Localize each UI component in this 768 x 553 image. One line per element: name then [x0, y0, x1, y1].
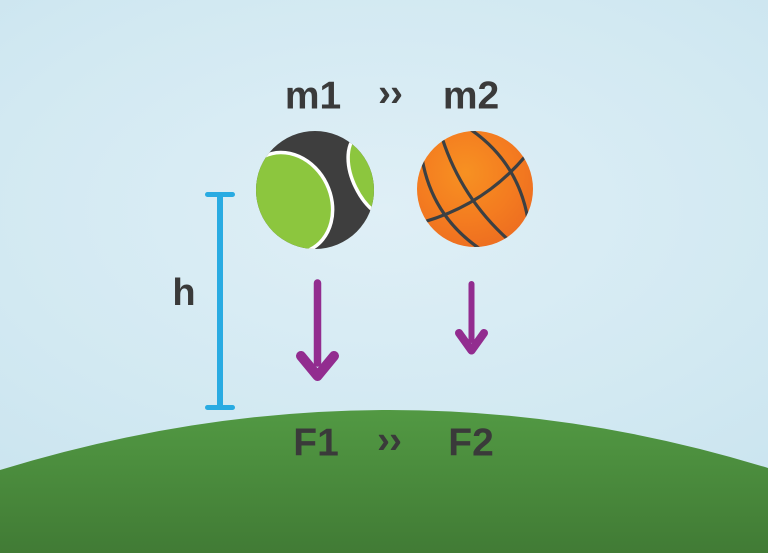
force-arrows: [296, 279, 488, 381]
ground-hill: [0, 409, 768, 553]
force-label-right: F2: [448, 421, 494, 465]
much-greater-symbol-forces: ››: [377, 418, 402, 462]
force-label-left: F1: [293, 421, 339, 465]
mass-label-right: m2: [442, 74, 500, 118]
mass-label-left: m1: [284, 74, 342, 118]
basketball-body: [417, 131, 533, 247]
much-greater-symbol-masses: ››: [378, 71, 403, 115]
force-arrow-right: [455, 281, 488, 355]
basketball: [417, 131, 533, 247]
basketball-seams: [420, 131, 530, 247]
ground-hill-shape: [0, 409, 768, 553]
tennis-ball: [256, 131, 374, 249]
height-bracket-lines: [205, 192, 235, 410]
basketball-seam-lines: [420, 131, 530, 247]
height-label: h: [172, 272, 196, 314]
force-arrow-left: [296, 279, 339, 381]
height-bracket: [205, 192, 235, 410]
